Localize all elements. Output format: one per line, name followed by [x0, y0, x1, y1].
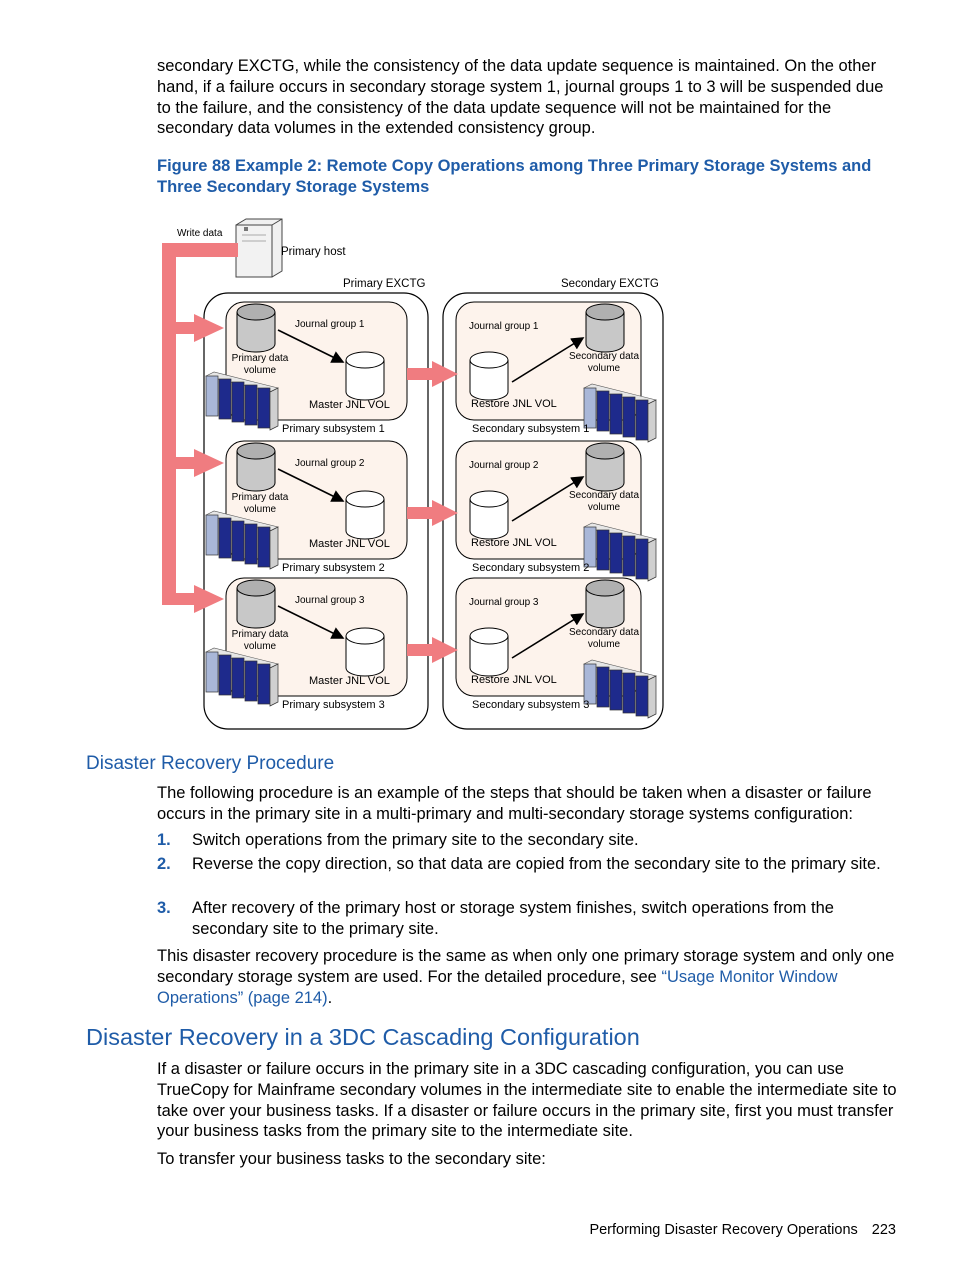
restore-jnl-vol-label: Restore JNL VOL	[471, 398, 557, 410]
secondary-journal-group-label: Journal group 3	[469, 597, 539, 608]
write-data-arrows	[162, 243, 238, 613]
subsystem-row-1: Journal group 1 Journal group 1 Primary da…	[205, 301, 657, 443]
write-data-label: Write data	[177, 228, 223, 239]
primary-data-volume-icon	[236, 303, 276, 353]
journal-copy-arrow	[277, 329, 345, 363]
master-jnl-vol-icon	[345, 490, 385, 540]
cascading-paragraph: If a disaster or failure occurs in the p…	[157, 1060, 897, 1141]
restore-jnl-vol-label: Restore JNL VOL	[471, 674, 557, 686]
primary-subsystem-label: Primary subsystem 1	[282, 423, 385, 435]
remote-copy-arrow-shaft	[407, 644, 432, 656]
restore-jnl-vol-icon	[469, 627, 509, 677]
restore-arrow	[511, 476, 585, 522]
restore-arrow	[511, 337, 585, 383]
closing-text: This disaster recovery procedure is the …	[157, 947, 895, 986]
remote-copy-arrow-head	[432, 500, 458, 526]
primary-data-volume-icon	[236, 579, 276, 629]
primary-host-label: Primary host	[281, 246, 346, 258]
secondary-exctg-label: Secondary EXCTG	[561, 278, 659, 290]
primary-journal-group-label: Journal group 3	[295, 595, 365, 606]
section-heading-disaster-recovery-procedure: Disaster Recovery Procedure	[86, 753, 335, 774]
section-heading-3dc-cascading: Disaster Recovery in a 3DC Cascading Con…	[86, 1024, 640, 1050]
remote-copy-arrow-shaft	[407, 368, 432, 380]
step-number: 2.	[157, 855, 171, 873]
usage-monitor-link[interactable]: “Usage Monitor Window Operations” (page …	[157, 967, 838, 1007]
secondary-journal-group-label: Journal group 1	[469, 321, 539, 332]
page-footer: Performing Disaster Recovery Operations 2…	[589, 1222, 896, 1238]
step-text: After recovery of the primary host or st…	[192, 899, 834, 938]
page-number: 223	[871, 1222, 896, 1238]
primary-exctg-label: Primary EXCTG	[343, 278, 425, 290]
figure-caption: Figure 88 Example 2: Remote Copy Operati…	[157, 157, 872, 196]
subsystem-row-3: Journal group 3 Journal group 3 Primary da…	[205, 577, 657, 719]
secondary-data-volume-icon	[585, 442, 625, 492]
restore-jnl-vol-icon	[469, 490, 509, 540]
restore-jnl-vol-icon	[469, 351, 509, 401]
restore-jnl-vol-label: Restore JNL VOL	[471, 537, 557, 549]
primary-journal-group-label: Journal group 1	[295, 319, 365, 330]
procedure-closing: This disaster recovery procedure is the …	[157, 946, 897, 1008]
restore-arrow	[511, 613, 585, 659]
remote-copy-arrow-shaft	[407, 507, 432, 519]
secondary-journal-group-label: Journal group 2	[469, 460, 539, 471]
secondary-subsystem-label: Secondary subsystem 3	[472, 699, 589, 711]
journal-copy-arrow	[277, 468, 345, 502]
primary-journal-group-label: Journal group 2	[295, 458, 365, 469]
primary-host-icon	[235, 218, 283, 278]
procedure-intro: The following procedure is an example of…	[157, 784, 872, 823]
master-jnl-vol-icon	[345, 351, 385, 401]
primary-subsystem-label: Primary subsystem 3	[282, 699, 385, 711]
closing-end: .	[327, 988, 333, 1007]
subsystem-row-2: Journal group 2 Journal group 2 Primary da…	[205, 440, 657, 582]
step-text: Switch operations from the primary site …	[192, 831, 639, 849]
remote-copy-arrow-head	[432, 361, 458, 387]
master-jnl-vol-label: Master JNL VOL	[309, 675, 390, 687]
master-jnl-vol-label: Master JNL VOL	[309, 399, 390, 411]
secondary-subsystem-label: Secondary subsystem 1	[472, 423, 589, 435]
journal-copy-arrow	[277, 605, 345, 639]
footer-section-title: Performing Disaster Recovery Operations	[589, 1222, 858, 1238]
transfer-paragraph: To transfer your business tasks to the s…	[157, 1150, 546, 1168]
primary-subsystem-label: Primary subsystem 2	[282, 562, 385, 574]
remote-copy-arrow-head	[432, 637, 458, 663]
master-jnl-vol-icon	[345, 627, 385, 677]
primary-data-volume-icon	[236, 442, 276, 492]
secondary-subsystem-label: Secondary subsystem 2	[472, 562, 589, 574]
step-text: Reverse the copy direction, so that data…	[192, 855, 881, 873]
master-jnl-vol-label: Master JNL VOL	[309, 538, 390, 550]
secondary-data-volume-icon	[585, 579, 625, 629]
step-number: 3.	[157, 899, 171, 917]
remote-copy-diagram: Write data Primary host Primary EXCTG Se…	[162, 218, 664, 730]
step-number: 1.	[157, 831, 171, 849]
secondary-data-volume-icon	[585, 303, 625, 353]
intro-paragraph: secondary EXCTG, while the consistency o…	[157, 57, 884, 138]
